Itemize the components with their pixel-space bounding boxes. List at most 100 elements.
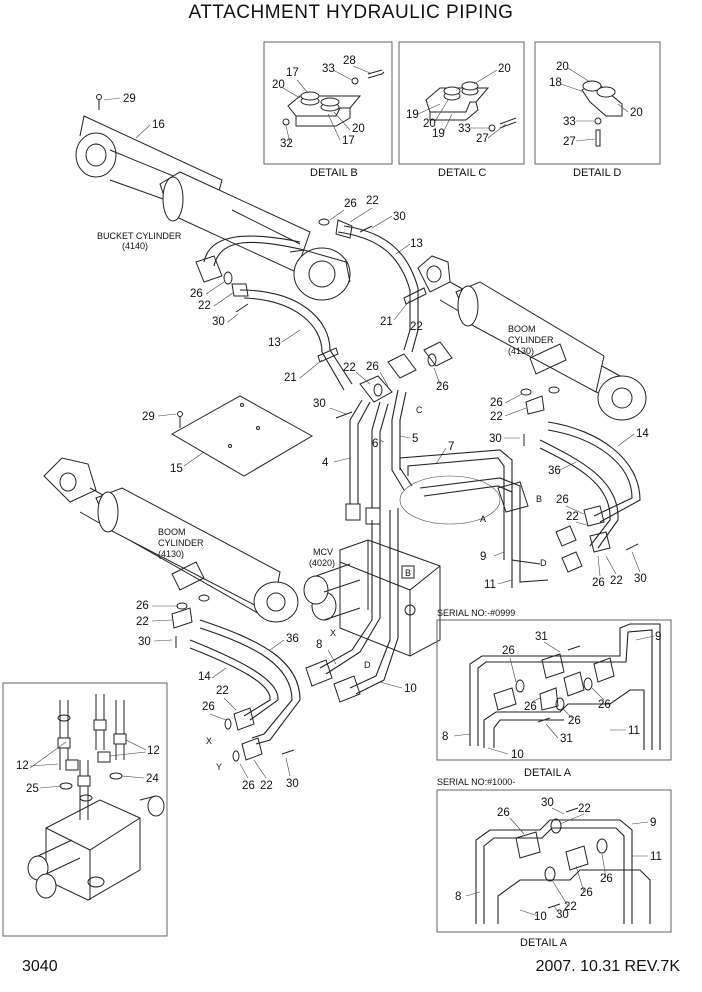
callout-c8: 8 bbox=[316, 639, 322, 651]
detail-c-clamp bbox=[425, 81, 517, 132]
pipe-13-lower bbox=[239, 289, 353, 391]
callout-a1-26b: 26 bbox=[524, 701, 537, 713]
callout-c30c: 30 bbox=[313, 398, 326, 410]
pipe-14-right bbox=[547, 421, 641, 523]
callout-b17b: 17 bbox=[342, 135, 355, 147]
callout-c4: 4 bbox=[322, 457, 329, 469]
label-detail-a-2: DETAIL A bbox=[520, 937, 568, 949]
callout-c26h: 26 bbox=[136, 600, 149, 612]
detail-a-serial1-box bbox=[436, 619, 672, 761]
detail-a-serial2-box bbox=[436, 789, 672, 933]
callout-c26b: 26 bbox=[344, 198, 357, 210]
callout-a2-30a: 30 bbox=[541, 797, 554, 809]
label-detail-d: DETAIL D bbox=[573, 167, 621, 179]
label-c: C bbox=[416, 405, 423, 415]
detail-c-box bbox=[398, 41, 525, 165]
callout-c5: 5 bbox=[412, 433, 418, 445]
callout-a1-11: 11 bbox=[628, 725, 640, 737]
boom-cylinder-right bbox=[417, 255, 647, 421]
label-boom-cylinder-r-1: BOOM bbox=[508, 324, 536, 334]
callout-a2-10: 10 bbox=[534, 911, 547, 923]
callout-c21b: 21 bbox=[380, 316, 393, 328]
detail-a-marker bbox=[399, 475, 501, 525]
callout-c24: 24 bbox=[146, 773, 159, 785]
pipe-5 bbox=[391, 389, 413, 491]
callout-c30f: 30 bbox=[138, 636, 151, 648]
label-detail-c: DETAIL C bbox=[438, 167, 486, 179]
callout-c30g: 30 bbox=[286, 778, 299, 790]
callout-c13b: 13 bbox=[410, 238, 423, 250]
label-d: D bbox=[540, 558, 547, 568]
callout-c-27: 27 bbox=[476, 133, 489, 145]
callout-c14b: 14 bbox=[198, 671, 211, 683]
pipe-14-left bbox=[189, 639, 279, 721]
label-bucket-cylinder: BUCKET CYLINDER bbox=[97, 231, 182, 241]
callout-c22h: 22 bbox=[136, 616, 149, 628]
label-a: A bbox=[480, 514, 486, 524]
callout-c26f: 26 bbox=[556, 494, 569, 506]
callout-a1-31a: 31 bbox=[535, 631, 548, 643]
callout-c-20b: 20 bbox=[423, 118, 436, 130]
pipe-36-left bbox=[199, 619, 301, 745]
callout-c30d: 30 bbox=[489, 433, 502, 445]
callout-d18: 18 bbox=[549, 77, 562, 89]
callout-d20a: 20 bbox=[556, 61, 569, 73]
callout-c22a: 22 bbox=[198, 300, 211, 312]
callout-a2-26a: 26 bbox=[497, 807, 510, 819]
detail-a-serial1-drawing bbox=[469, 623, 661, 750]
label-mcv: MCV bbox=[313, 547, 333, 557]
label-y: Y bbox=[216, 762, 222, 772]
callout-c30e: 30 bbox=[634, 573, 647, 585]
callout-a2-22b: 22 bbox=[564, 901, 577, 913]
callout-c15: 15 bbox=[170, 463, 183, 475]
label-boom-cylinder-r-code: (4130) bbox=[508, 346, 534, 356]
callout-a2-11: 11 bbox=[650, 851, 662, 863]
callout-c26g: 26 bbox=[592, 577, 605, 589]
callout-c10: 10 bbox=[404, 683, 417, 695]
callout-c25: 25 bbox=[26, 783, 39, 795]
callout-c12b: 12 bbox=[16, 760, 29, 772]
callout-c-33: 33 bbox=[458, 123, 471, 135]
label-serial-1: SERIAL NO:-#0999 bbox=[437, 608, 515, 618]
pipe-36-right bbox=[539, 439, 619, 549]
callout-a2-26b: 26 bbox=[600, 873, 613, 885]
callout-c22d: 22 bbox=[343, 362, 356, 374]
callout-a1-10: 10 bbox=[511, 749, 524, 761]
pipe-13-left bbox=[203, 235, 305, 267]
callout-c30a: 30 bbox=[212, 316, 225, 328]
pipe-8 bbox=[319, 520, 381, 675]
callout-c26d: 26 bbox=[436, 381, 449, 393]
callout-c21a: 21 bbox=[284, 372, 297, 384]
label-boom-cylinder-l-1: BOOM bbox=[158, 527, 186, 537]
callout-d27: 27 bbox=[563, 136, 576, 148]
callout-c26a: 26 bbox=[190, 288, 203, 300]
callout-c36b: 36 bbox=[286, 633, 299, 645]
callout-a1-26a: 26 bbox=[502, 645, 515, 657]
callout-b28: 28 bbox=[343, 55, 356, 67]
callout-c7: 7 bbox=[448, 441, 454, 453]
callout-c22b: 22 bbox=[366, 195, 379, 207]
callout-a2-22a: 22 bbox=[578, 803, 591, 815]
label-b: B bbox=[536, 494, 542, 504]
callout-c11: 11 bbox=[484, 579, 496, 591]
callout-c-20a: 20 bbox=[498, 63, 511, 75]
label-detail-b: DETAIL B bbox=[310, 167, 358, 179]
callout-b33: 33 bbox=[322, 63, 335, 75]
label-mcv-code: (4020) bbox=[309, 558, 335, 568]
callout-c29b: 29 bbox=[142, 411, 155, 423]
valve-inset-drawing bbox=[27, 694, 165, 901]
callout-a2-9: 9 bbox=[650, 817, 656, 829]
callout-c9: 9 bbox=[480, 551, 486, 563]
callout-c26c: 26 bbox=[366, 361, 379, 373]
label-detail-a-1: DETAIL A bbox=[524, 767, 572, 779]
callout-c36a: 36 bbox=[548, 465, 561, 477]
callout-a2-8: 8 bbox=[455, 891, 461, 903]
callout-b32: 32 bbox=[280, 138, 293, 150]
label-boom-cylinder-l-2: CYLINDER bbox=[158, 538, 204, 548]
callout-c22c: 22 bbox=[410, 321, 423, 333]
label-boom-cylinder-r-2: CYLINDER bbox=[508, 335, 554, 345]
callout-c29a: 29 bbox=[123, 93, 136, 105]
callout-c22i: 22 bbox=[216, 685, 229, 697]
label-b2: B bbox=[405, 568, 411, 578]
callout-a1-8: 8 bbox=[442, 731, 448, 743]
